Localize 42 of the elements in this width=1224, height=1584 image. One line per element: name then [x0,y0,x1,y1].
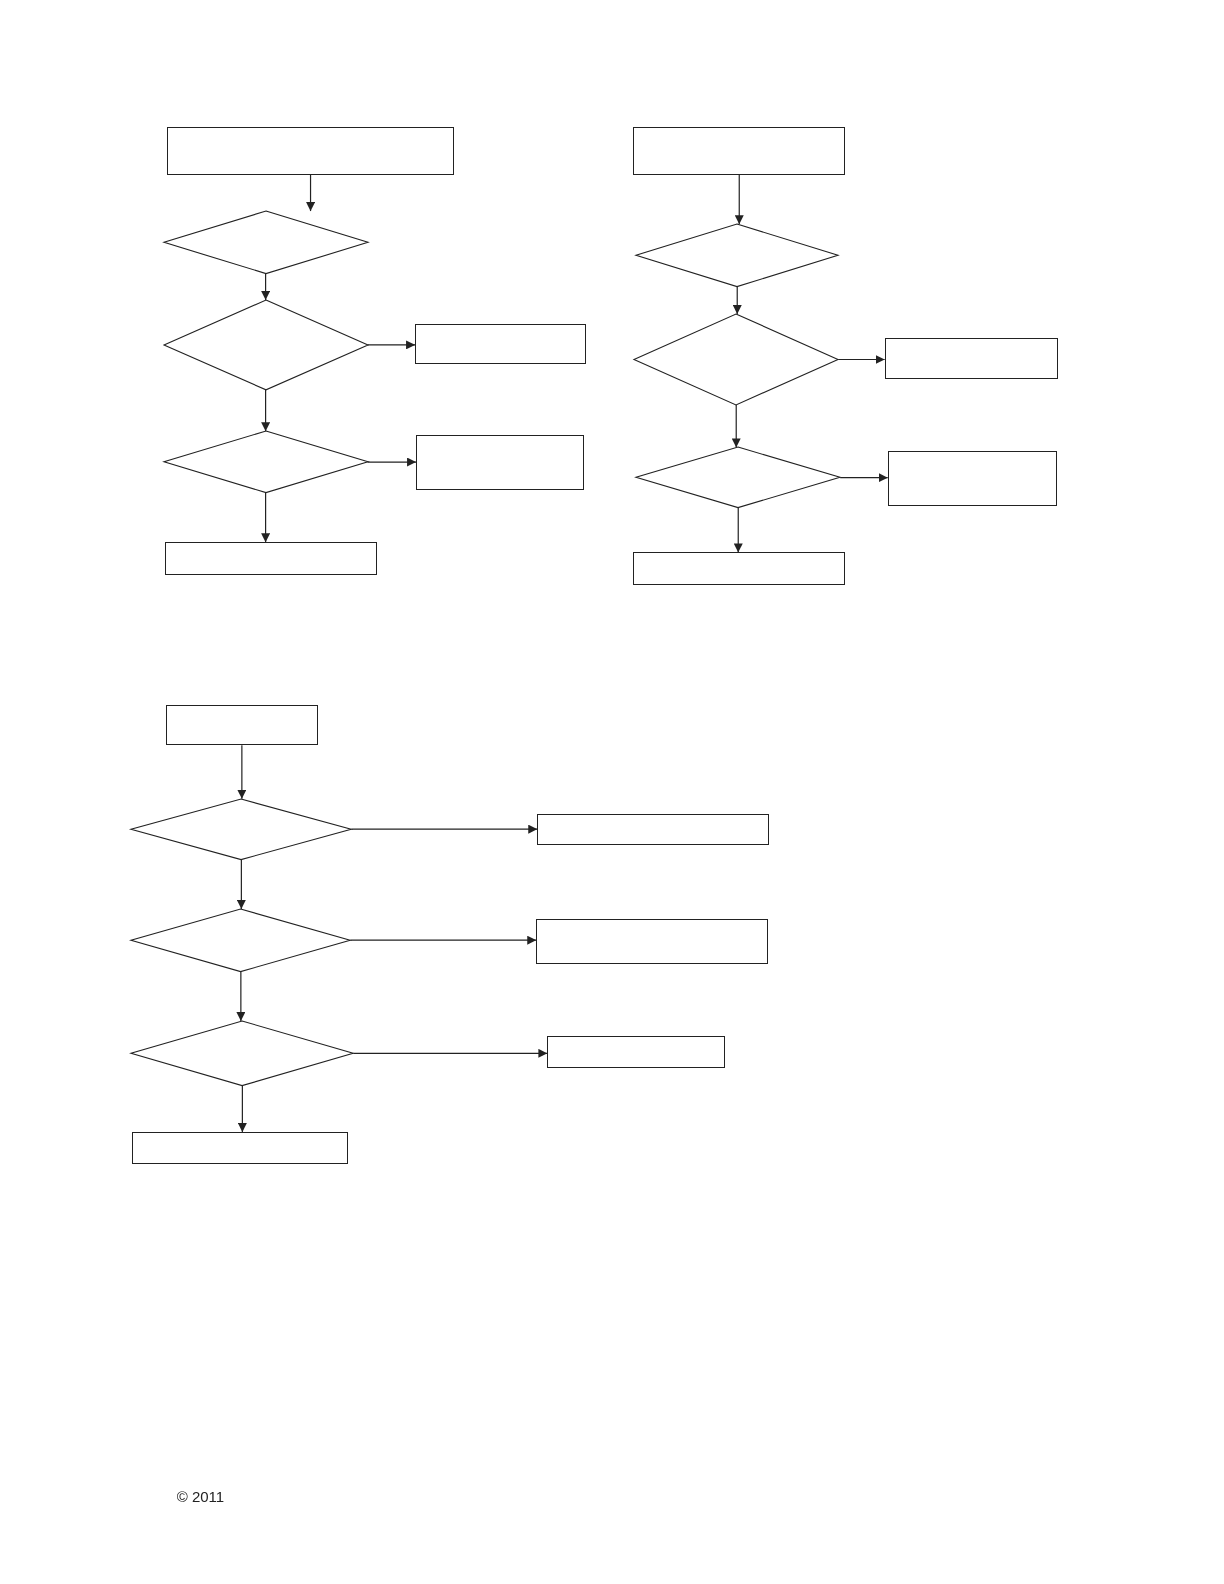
process-box [537,813,769,846]
arrow [367,457,417,467]
process-box [633,552,846,585]
arrow [237,1085,247,1133]
process-box [166,127,455,175]
process-box [416,435,584,490]
process-box [165,704,319,746]
arrow [733,507,743,553]
process-box [633,127,846,175]
arrow [732,286,742,315]
decision-diamond [131,798,352,860]
arrow [236,858,246,910]
arrow [734,174,744,225]
copyright-note: © 2011 [176,1487,225,1505]
arrow [236,970,246,1022]
decision-diamond [163,431,368,493]
decision-diamond [163,211,368,274]
process-box [132,1132,349,1165]
arrow [839,473,889,483]
arrow [837,355,886,364]
process-box [164,542,377,575]
process-box [887,451,1058,506]
process-box [536,919,768,965]
process-box [547,1036,726,1069]
decision-diamond [131,1021,354,1086]
arrow [237,744,247,800]
arrow [352,1048,548,1058]
decision-diamond [634,314,839,405]
decision-diamond [636,224,839,287]
decision-diamond [636,447,841,508]
decision-diamond [131,908,351,972]
arrow [261,492,271,543]
arrow [261,389,271,432]
decision-diamond [163,299,368,390]
process-box [415,324,586,364]
arrow [261,273,271,301]
arrow [349,935,537,945]
arrow [306,174,316,212]
arrow [367,340,416,350]
process-box [884,338,1059,379]
arrow [350,824,538,834]
arrow [731,404,741,448]
